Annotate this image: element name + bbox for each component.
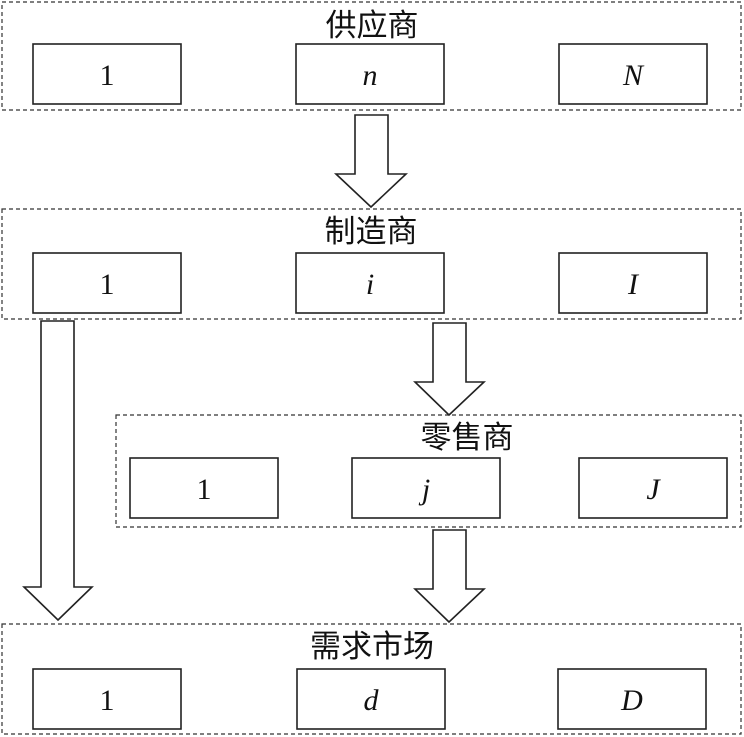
tier-title-bg bbox=[410, 418, 524, 454]
tier-demand-market: 需求市场 1 d D bbox=[1, 623, 742, 735]
market-node-last bbox=[557, 668, 707, 730]
tier-retailer: 零售商 1 j J bbox=[115, 414, 742, 528]
arrow-supplier-to-manufacturer bbox=[333, 114, 409, 209]
manufacturer-node-first bbox=[32, 252, 182, 314]
supplier-node-last-label: N bbox=[622, 59, 645, 92]
supplier-node-middle bbox=[295, 43, 445, 105]
tier-title-bg bbox=[298, 627, 446, 663]
tier-manufacturer: 制造商 1 i I bbox=[1, 208, 742, 320]
tier-retailer-title: 零售商 bbox=[421, 420, 514, 456]
retailer-node-middle-label: j bbox=[418, 473, 430, 506]
supplier-node-middle-label: n bbox=[363, 59, 378, 92]
tier-retailer-frame bbox=[115, 414, 742, 528]
market-node-first bbox=[32, 668, 182, 730]
tier-title-bg bbox=[316, 6, 428, 42]
tier-manufacturer-frame bbox=[1, 208, 742, 320]
retailer-node-middle bbox=[351, 457, 501, 519]
tier-supplier-title: 供应商 bbox=[326, 8, 419, 44]
retailer-node-last-label: J bbox=[646, 473, 661, 506]
tier-supplier: 供应商 1 n N bbox=[1, 1, 742, 111]
market-node-first-label: 1 bbox=[100, 684, 115, 717]
tier-demand-market-title: 需求市场 bbox=[310, 629, 434, 665]
market-node-last-label: D bbox=[620, 684, 643, 717]
supplier-node-first-label: 1 bbox=[100, 59, 115, 92]
manufacturer-node-first-label: 1 bbox=[100, 268, 115, 301]
tier-supplier-frame bbox=[1, 1, 742, 111]
manufacturer-node-last bbox=[558, 252, 708, 314]
retailer-node-first bbox=[129, 457, 279, 519]
supplier-node-last bbox=[558, 43, 708, 105]
market-node-middle bbox=[296, 668, 446, 730]
retailer-node-last bbox=[578, 457, 728, 519]
market-node-middle-label: d bbox=[364, 684, 380, 717]
tier-demand-market-frame bbox=[1, 623, 742, 735]
supplier-node-first bbox=[32, 43, 182, 105]
manufacturer-node-middle bbox=[295, 252, 445, 314]
arrow-manufacturer-to-retailer bbox=[413, 322, 487, 417]
tier-title-bg bbox=[314, 212, 428, 248]
manufacturer-node-last-label: I bbox=[627, 268, 640, 301]
arrow-manufacturer-to-market bbox=[22, 320, 94, 622]
retailer-node-first-label: 1 bbox=[197, 473, 212, 506]
tier-manufacturer-title: 制造商 bbox=[325, 214, 418, 250]
manufacturer-node-middle-label: i bbox=[366, 268, 374, 301]
arrow-retailer-to-market bbox=[413, 529, 487, 624]
